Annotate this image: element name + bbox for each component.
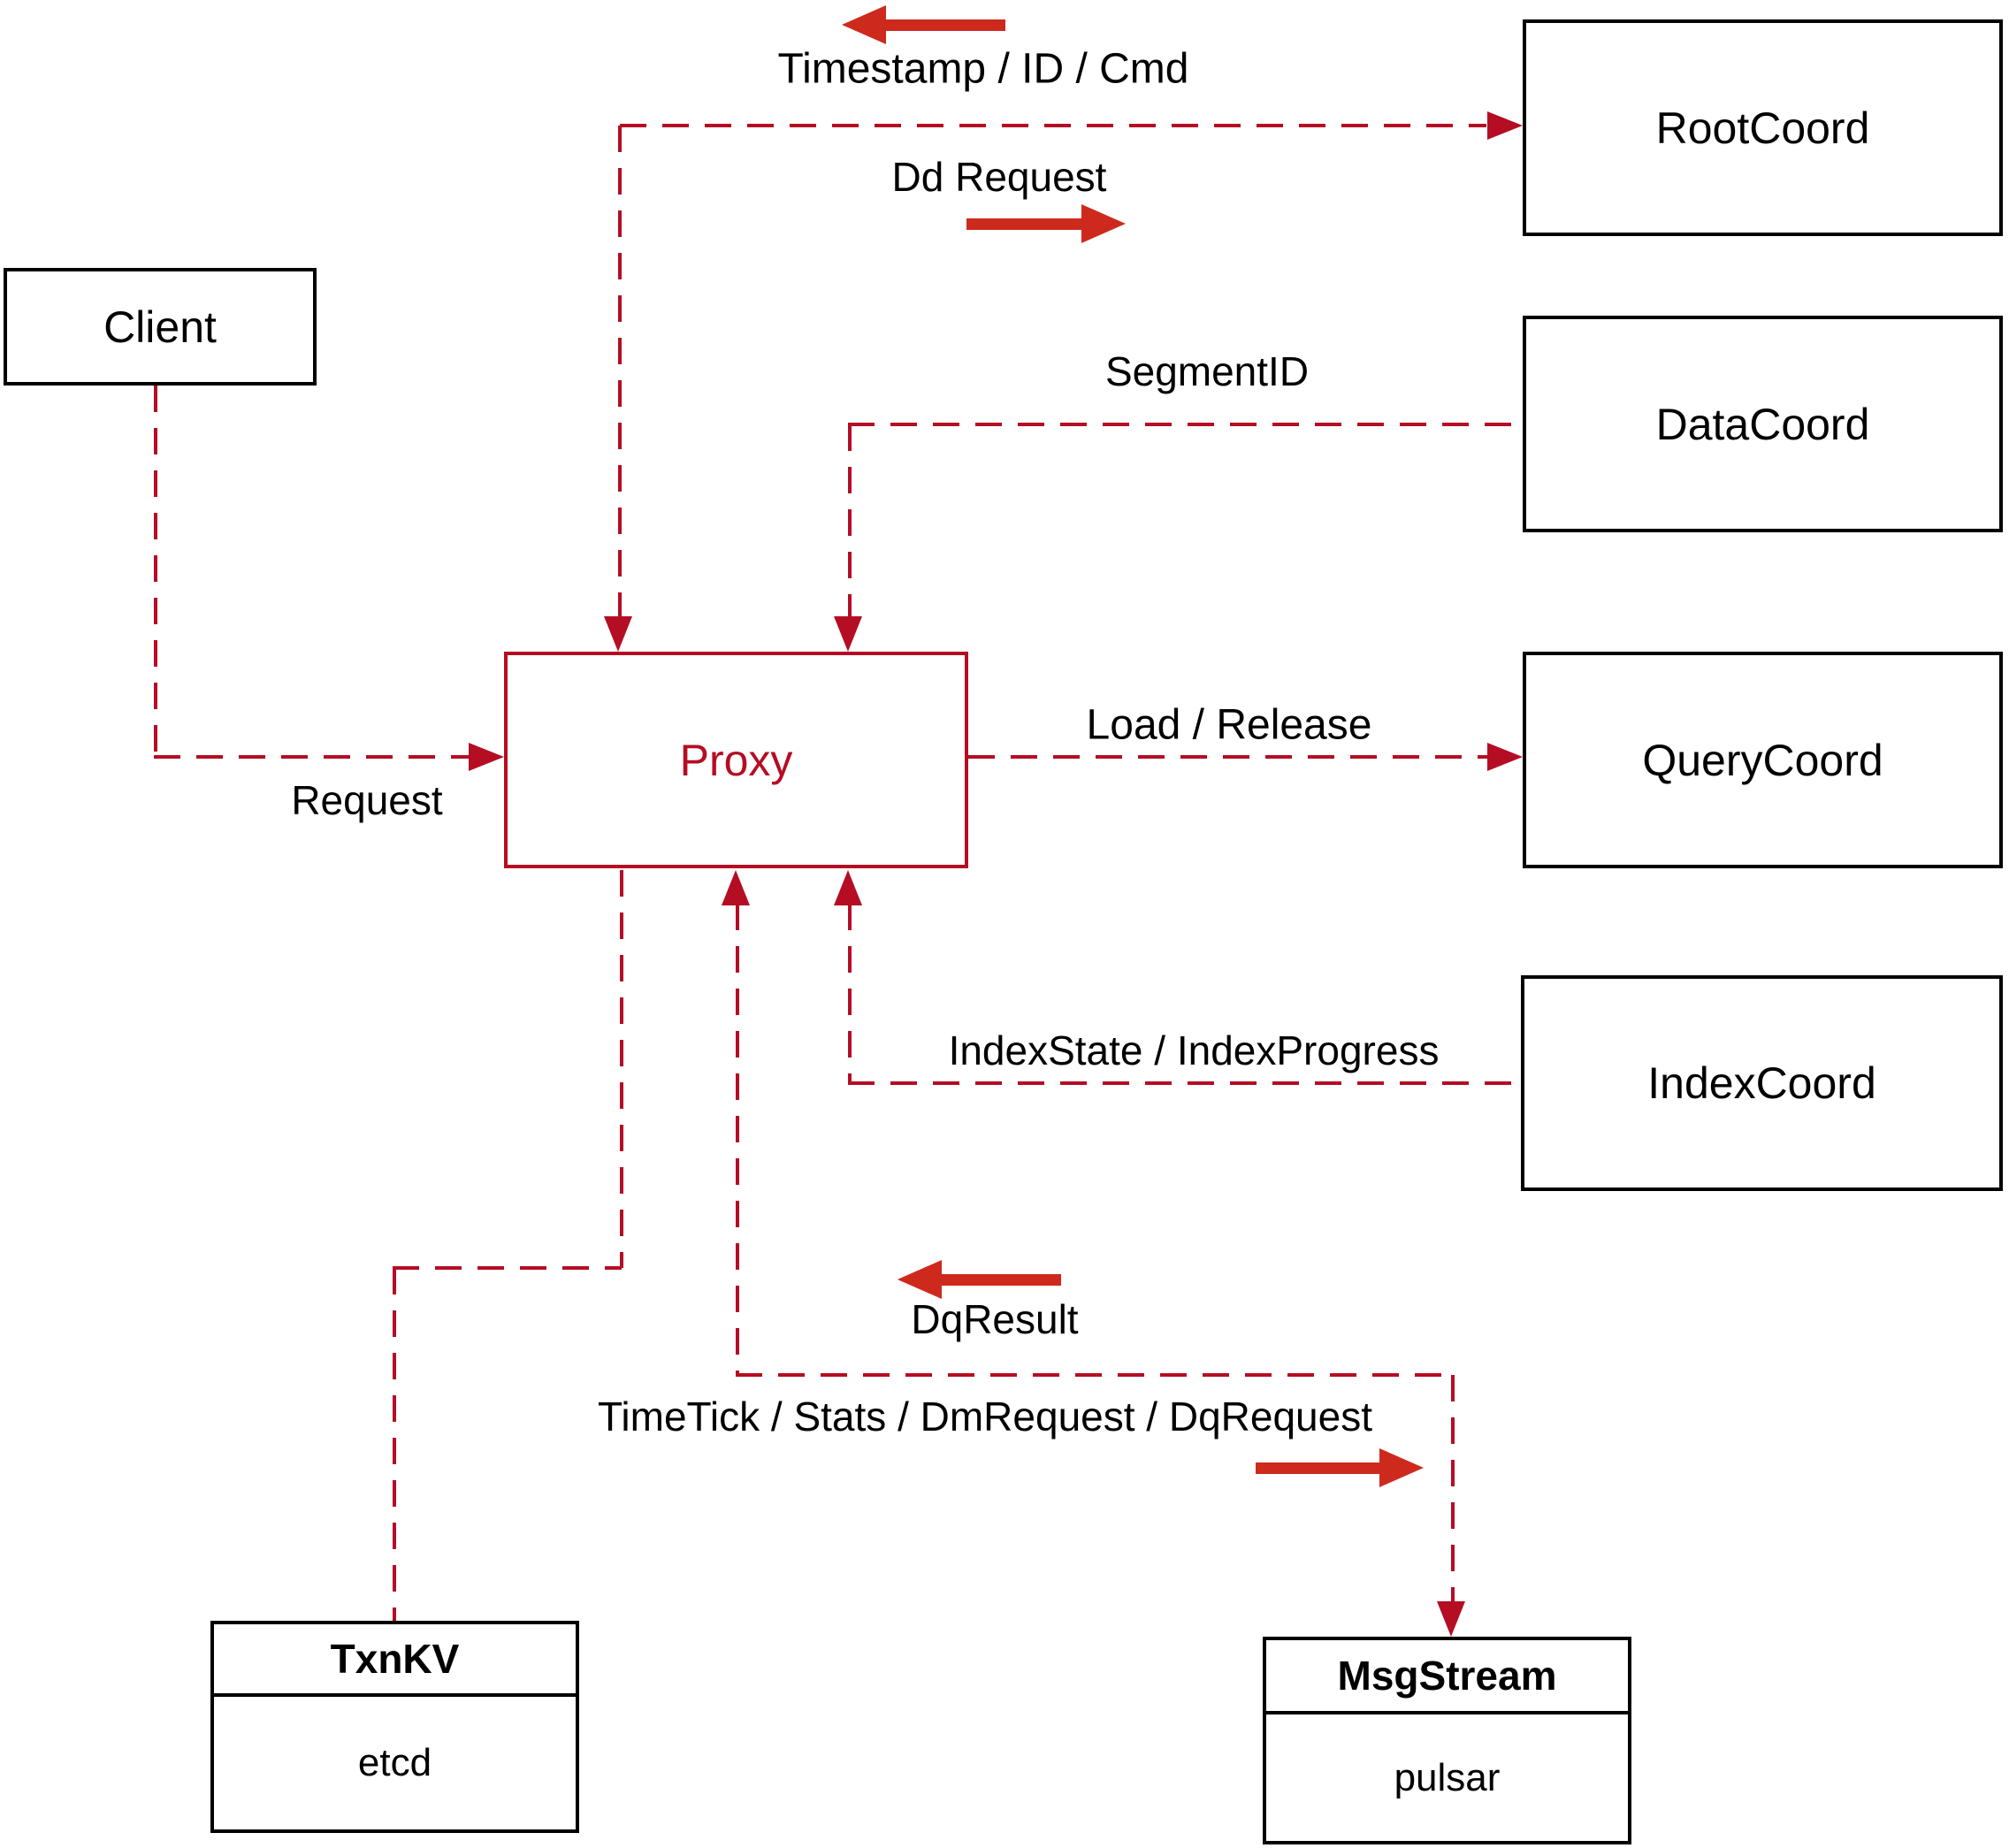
edge-rootcoord-proxy-vertical xyxy=(618,126,622,616)
indexcoord-label: IndexCoord xyxy=(1647,1058,1876,1108)
edge-label-load-release: Load / Release xyxy=(1086,701,1372,749)
arrowhead-into-querycoord-icon xyxy=(1487,743,1523,771)
arrowhead-into-msgstream-icon xyxy=(1437,1601,1465,1637)
edge-client-proxy-horizontal xyxy=(154,755,472,759)
edge-proxy-rootcoord-horizontal xyxy=(620,124,1486,127)
txnkv-title: TxnKV xyxy=(214,1624,576,1697)
edge-proxy-txnkv-vertical-lower xyxy=(393,1268,396,1621)
arrowhead-into-proxy-top-left-icon xyxy=(604,616,632,652)
client-label: Client xyxy=(103,302,217,352)
proxy-node: Proxy xyxy=(504,652,968,868)
edge-indexcoord-proxy-vertical xyxy=(848,904,852,1083)
edge-proxy-querycoord-horizontal xyxy=(968,755,1487,759)
edge-proxy-txnkv-horizontal xyxy=(393,1266,622,1270)
arrowhead-into-proxy-bottom-left-icon xyxy=(722,870,750,905)
rootcoord-node: RootCoord xyxy=(1523,19,2003,236)
right-direction-arrow-timetick-icon xyxy=(1256,1448,1424,1487)
querycoord-label: QueryCoord xyxy=(1642,735,1883,785)
edge-datacoord-proxy-vertical xyxy=(848,424,852,616)
arrowhead-into-rootcoord-icon xyxy=(1487,111,1523,140)
edge-datacoord-proxy-horizontal xyxy=(848,423,1523,426)
edge-label-segment-id: SegmentID xyxy=(1104,348,1310,394)
arrowhead-into-proxy-top-right-icon xyxy=(834,616,862,652)
client-node: Client xyxy=(4,268,317,386)
msgstream-node: MsgStream pulsar xyxy=(1263,1637,1631,1844)
datacoord-label: DataCoord xyxy=(1655,399,1870,449)
edge-label-timestamp-id-cmd: Timestamp / ID / Cmd xyxy=(777,45,1189,93)
left-direction-arrow-dqresult-icon xyxy=(898,1260,1061,1299)
edge-indexcoord-proxy-horizontal xyxy=(848,1081,1521,1085)
arrowhead-into-proxy-bottom-right-icon xyxy=(834,870,862,905)
edge-client-proxy-vertical xyxy=(154,386,157,757)
edge-label-request: Request xyxy=(291,777,443,823)
edge-proxy-txnkv-vertical-upper xyxy=(620,870,623,1268)
txnkv-implementation: etcd xyxy=(357,1741,432,1784)
edge-label-dd-request: Dd Request xyxy=(891,154,1107,200)
proxy-label: Proxy xyxy=(679,735,793,785)
txnkv-node: TxnKV etcd xyxy=(210,1621,579,1833)
edge-proxy-msgstream-vertical xyxy=(1451,1375,1455,1601)
datacoord-node: DataCoord xyxy=(1523,316,2003,532)
rootcoord-label: RootCoord xyxy=(1655,103,1870,153)
edge-label-dq-result: DqResult xyxy=(911,1296,1079,1342)
right-direction-arrow-dd-request-icon xyxy=(966,204,1126,243)
edge-label-timetick: TimeTick / Stats / DmRequest / DqRequest xyxy=(598,1394,1372,1439)
indexcoord-node: IndexCoord xyxy=(1521,975,2003,1191)
msgstream-title: MsgStream xyxy=(1266,1640,1628,1714)
edge-proxy-msgstream-horizontal xyxy=(736,1373,1453,1377)
edge-msgstream-proxy-vertical xyxy=(736,904,739,1375)
msgstream-implementation: pulsar xyxy=(1394,1755,1501,1799)
querycoord-node: QueryCoord xyxy=(1523,652,2003,868)
edge-label-index-state: IndexState / IndexProgress xyxy=(948,1027,1440,1073)
arrowhead-into-proxy-left-icon xyxy=(469,743,504,771)
left-direction-arrow-timestamp-icon xyxy=(842,5,1005,44)
